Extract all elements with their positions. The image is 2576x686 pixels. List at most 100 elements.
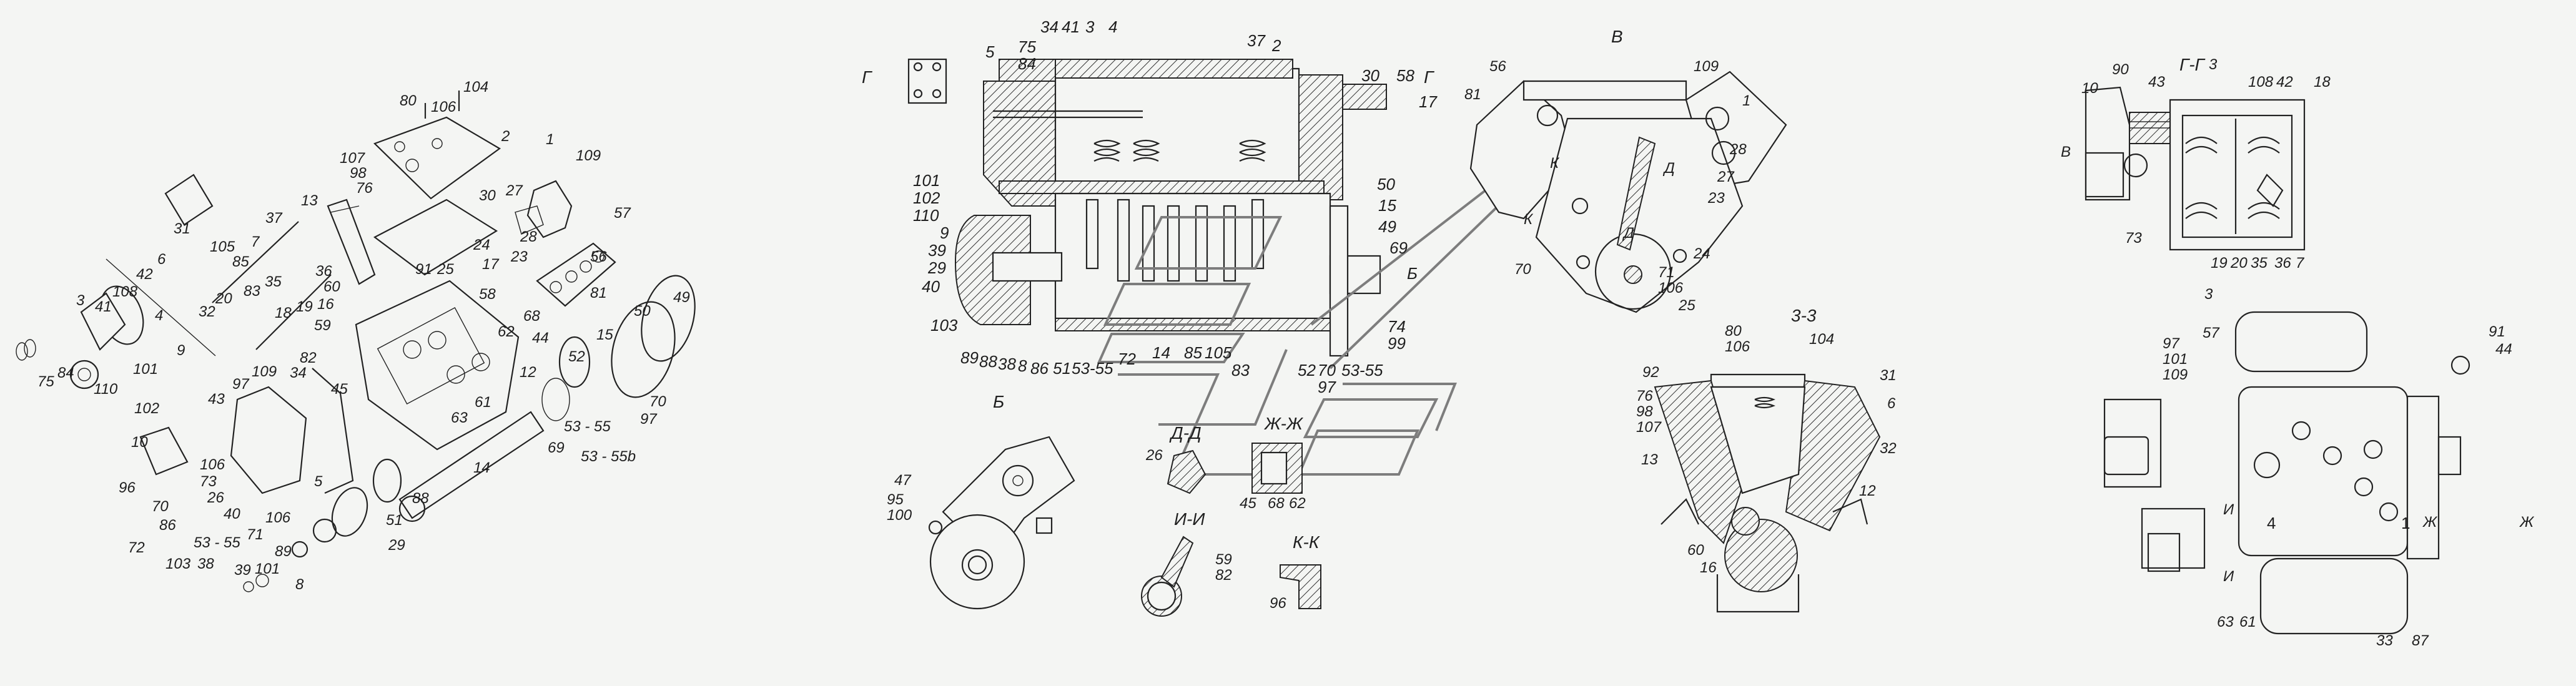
cut-mark: В: [2061, 144, 2071, 160]
cylinder-number: 1: [2401, 514, 2411, 532]
callout: 74: [1388, 317, 1406, 336]
view-mark: Д: [1664, 160, 1675, 177]
section-mark: Ж: [2423, 514, 2437, 531]
callout: 99: [1388, 334, 1406, 353]
callout: 4: [1108, 17, 1118, 36]
callout: 24: [1694, 245, 1710, 262]
callout: 101: [133, 361, 159, 378]
callout: 9: [177, 342, 185, 359]
callout: 80: [1725, 323, 1742, 340]
callout: 20: [2231, 255, 2248, 272]
cut-mark: 3: [2209, 56, 2218, 73]
callout: 1: [546, 131, 555, 148]
callout: 88: [412, 490, 429, 507]
callout: 102: [134, 400, 160, 417]
section-leader-lines: [1097, 155, 1531, 476]
callout: 15: [596, 326, 613, 343]
callout: 102: [913, 189, 940, 207]
callout: 70: [649, 393, 666, 410]
callout: 28: [520, 228, 537, 245]
callout: 1: [1742, 92, 1751, 109]
section-zhzh-title: Ж-Ж: [1265, 414, 1303, 433]
callout: 8: [295, 576, 304, 593]
callout: 2: [501, 128, 510, 145]
callout: 68: [1268, 495, 1285, 512]
callout: 59: [314, 317, 331, 334]
callout: 32: [199, 303, 215, 320]
callout: 104: [1809, 331, 1835, 348]
callout: 12: [1859, 483, 1876, 499]
callout: 89: [960, 348, 979, 367]
callout: 101: [913, 171, 940, 190]
exploded-view: [16, 91, 696, 592]
callout: 29: [928, 258, 946, 277]
callout: 19: [2211, 255, 2228, 272]
callout: 60: [1687, 542, 1704, 559]
callout: 83: [244, 283, 260, 300]
section-mark: И: [2223, 568, 2234, 585]
callout: 34: [1040, 17, 1059, 36]
callout-stack: 74 99: [1388, 318, 1406, 352]
section-ii-drawing: [1141, 536, 1194, 617]
callout: 10: [131, 434, 148, 451]
part-gasket: [373, 198, 498, 276]
part-gear: [69, 360, 99, 390]
callout: 13: [1641, 451, 1658, 468]
callout: 70: [1318, 361, 1336, 380]
callout: 72: [1118, 350, 1136, 368]
callout: 91: [2489, 323, 2505, 340]
cut-mark-g-right: Г: [1424, 67, 1434, 87]
callout: 101: [2163, 351, 2188, 368]
callout: 17: [1419, 92, 1437, 111]
part-pump-section: [526, 180, 573, 238]
callout: 56: [1489, 58, 1506, 75]
callout: 13: [301, 192, 318, 209]
callout: 104: [463, 79, 489, 96]
callout: 84: [57, 365, 74, 381]
callout: 105: [210, 238, 235, 255]
callout: 50: [634, 303, 651, 320]
section-33-drawing: [1654, 373, 1881, 613]
callout: 69: [1389, 238, 1408, 257]
callout: 56: [590, 248, 607, 265]
callout: 41: [1062, 17, 1080, 36]
callout: 83: [1231, 361, 1250, 380]
callout: 42: [136, 266, 153, 283]
part-pump-housing: [355, 280, 520, 451]
callout: 85: [232, 253, 249, 270]
callout: 84: [1018, 54, 1036, 73]
callout: 107: [340, 150, 365, 167]
callout: 2: [1272, 36, 1281, 55]
callout: 9: [940, 223, 949, 242]
callout: 61: [475, 394, 491, 411]
callout-stack: 97 101 109: [2163, 336, 2188, 383]
callout: 108: [2248, 74, 2274, 91]
main-section-view: [907, 58, 1531, 476]
section-zhzh-drawing: [1251, 443, 1303, 494]
callout-stack: 80 106: [1725, 323, 1750, 355]
callout: 97: [232, 376, 249, 393]
callout: 61: [2239, 614, 2256, 630]
callout: 17: [482, 256, 499, 273]
part-side-cover: [536, 242, 616, 307]
view-b-drawing: [928, 436, 1075, 610]
callout: 31: [174, 220, 190, 237]
callout: 91: [415, 261, 432, 278]
callout: 69: [548, 439, 565, 456]
callout: 71: [247, 526, 264, 543]
view-v-drawing: [1469, 71, 1787, 313]
callout: 43: [208, 391, 225, 408]
callout: 28: [1730, 141, 1747, 158]
callout: 63: [2217, 614, 2234, 630]
section-gg-drawing: [2085, 86, 2306, 251]
callout: 88: [979, 352, 997, 371]
cut-mark: 3: [2204, 286, 2213, 303]
callout: 76: [1636, 388, 1653, 404]
callout: 63: [451, 409, 468, 426]
callout: 23: [511, 248, 528, 265]
callout: 108: [112, 283, 138, 300]
callout: 45: [1240, 495, 1256, 512]
callout: 103: [165, 556, 191, 572]
callout: 52: [1298, 361, 1316, 380]
